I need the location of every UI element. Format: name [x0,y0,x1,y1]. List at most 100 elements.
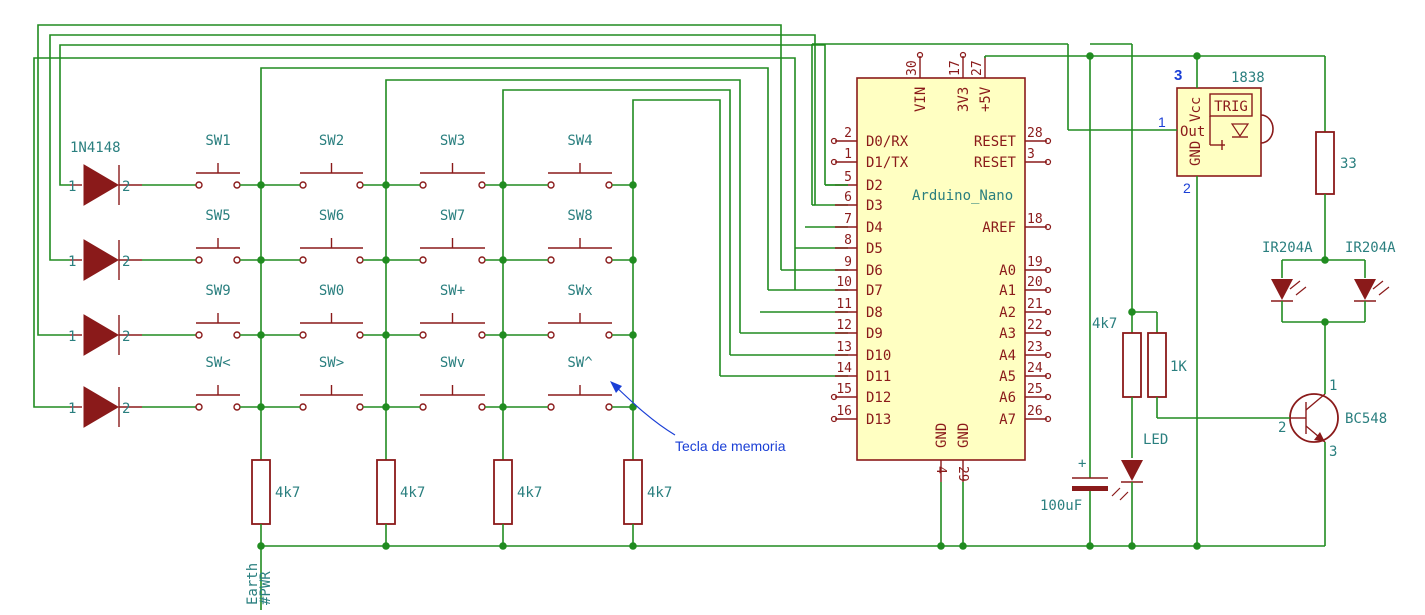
diode-pin1-label: 1 [68,179,76,195]
unconnected-pin [959,51,967,59]
switch-contact [478,181,486,189]
cap-plate-neg [1072,486,1108,491]
pin-number: 4 [933,466,948,474]
led-label: LED [1143,432,1168,448]
diode-pin1-label: 1 [68,254,76,270]
pulldown-value: 4k7 [517,485,542,501]
switch-contact [419,256,427,264]
pin-number: 6 [844,190,852,205]
switch-label: SW> [319,355,344,371]
unconnected-pin [916,51,924,59]
pulldown-resistor [251,459,271,525]
switch-contact [547,256,555,264]
switch-label: SW^ [567,355,592,371]
pin-name: A2 [999,305,1016,321]
pin-number: 20 [1027,275,1043,290]
pin-name: VIN [913,87,929,112]
diode-body [83,314,119,356]
pulldown-resistor [623,459,643,525]
diode-body [83,239,119,281]
switch-contact [419,331,427,339]
pin-name: GND [934,423,950,448]
pin-name: D12 [866,390,891,406]
ir-pin-out: 1 [1158,114,1166,130]
switch-contact [605,331,613,339]
transistor-pin-c: 1 [1329,378,1337,394]
diode-ref: 1N4148 [70,140,121,156]
unconnected-pin [1044,158,1052,166]
switch-contact [356,256,364,264]
transistor-ref: BC548 [1345,411,1387,427]
trig-box [1209,93,1253,117]
switch-label: SW9 [205,283,230,299]
arduino-name: Arduino_Nano [912,188,1013,204]
unconnected-pin [830,158,838,166]
row-wires [33,24,848,408]
pin-number: 7 [844,212,852,227]
switch-contact [195,331,203,339]
receiver-diode [1230,123,1250,138]
unconnected-pin [1044,351,1052,359]
switch-label: SW5 [205,208,230,224]
switch-label: SW0 [319,283,344,299]
switch-contact [233,331,241,339]
pin-name: D4 [866,220,883,236]
switch-contact [547,403,555,411]
resistor-1k-value: 1K [1170,359,1187,375]
pulldown-value: 4k7 [647,485,672,501]
switch-label: SW7 [440,208,465,224]
out-label: Out [1180,124,1205,140]
pin-number: 25 [1027,382,1043,397]
switch-contact [299,256,307,264]
unconnected-pin [1044,308,1052,316]
pin-name: A0 [999,263,1016,279]
ir-pin-gnd: 2 [1183,180,1191,196]
pin-number: 30 [905,60,920,76]
arduino-body [856,77,1026,461]
junction-dot [959,542,967,550]
pin-name: D9 [866,326,883,342]
pin-number: 11 [836,297,852,312]
trig-label: TRIG [1214,99,1248,115]
switch-contact [419,181,427,189]
pin-number: 19 [1027,255,1043,270]
switch-contact [419,403,427,411]
pin-name: 3V3 [956,87,972,112]
unconnected-pin [1044,415,1052,423]
pin-name: D3 [866,198,883,214]
switch-label: SW4 [567,133,592,149]
pin-name: A7 [999,412,1016,428]
pin-name: D6 [866,263,883,279]
pin-name: AREF [982,220,1016,236]
switch-label: SW2 [319,133,344,149]
switch-contact [195,181,203,189]
pulldown-value: 4k7 [275,485,300,501]
diode-pin2-label: 2 [122,254,130,270]
ir-led-body [1354,279,1376,300]
pin-number: 29 [955,466,970,482]
junction-dot [1086,542,1094,550]
pin-number: 12 [836,318,852,333]
switch-contact [299,331,307,339]
switch-contact [356,403,364,411]
junction-dot [937,542,945,550]
switch-contact [356,181,364,189]
pin-name: D2 [866,178,883,194]
diode-body [83,386,119,428]
cap-polarity: + [1078,456,1086,472]
diode-pin2-label: 2 [122,401,130,417]
switch-label: SW6 [319,208,344,224]
pin-number: 18 [1027,212,1043,227]
pulldown-value: 4k7 [400,485,425,501]
cap-value: 100uF [1040,498,1082,514]
pin-number: 5 [844,170,852,185]
switch-contact [605,181,613,189]
pin-name: D10 [866,348,891,364]
pin-number: 15 [836,382,852,397]
ir-receiver-ref: 1838 [1231,70,1265,86]
switch-label: SW+ [440,283,465,299]
unconnected-pin [830,137,838,145]
pin-number: 14 [836,361,852,376]
pulldown-resistor [376,459,396,525]
